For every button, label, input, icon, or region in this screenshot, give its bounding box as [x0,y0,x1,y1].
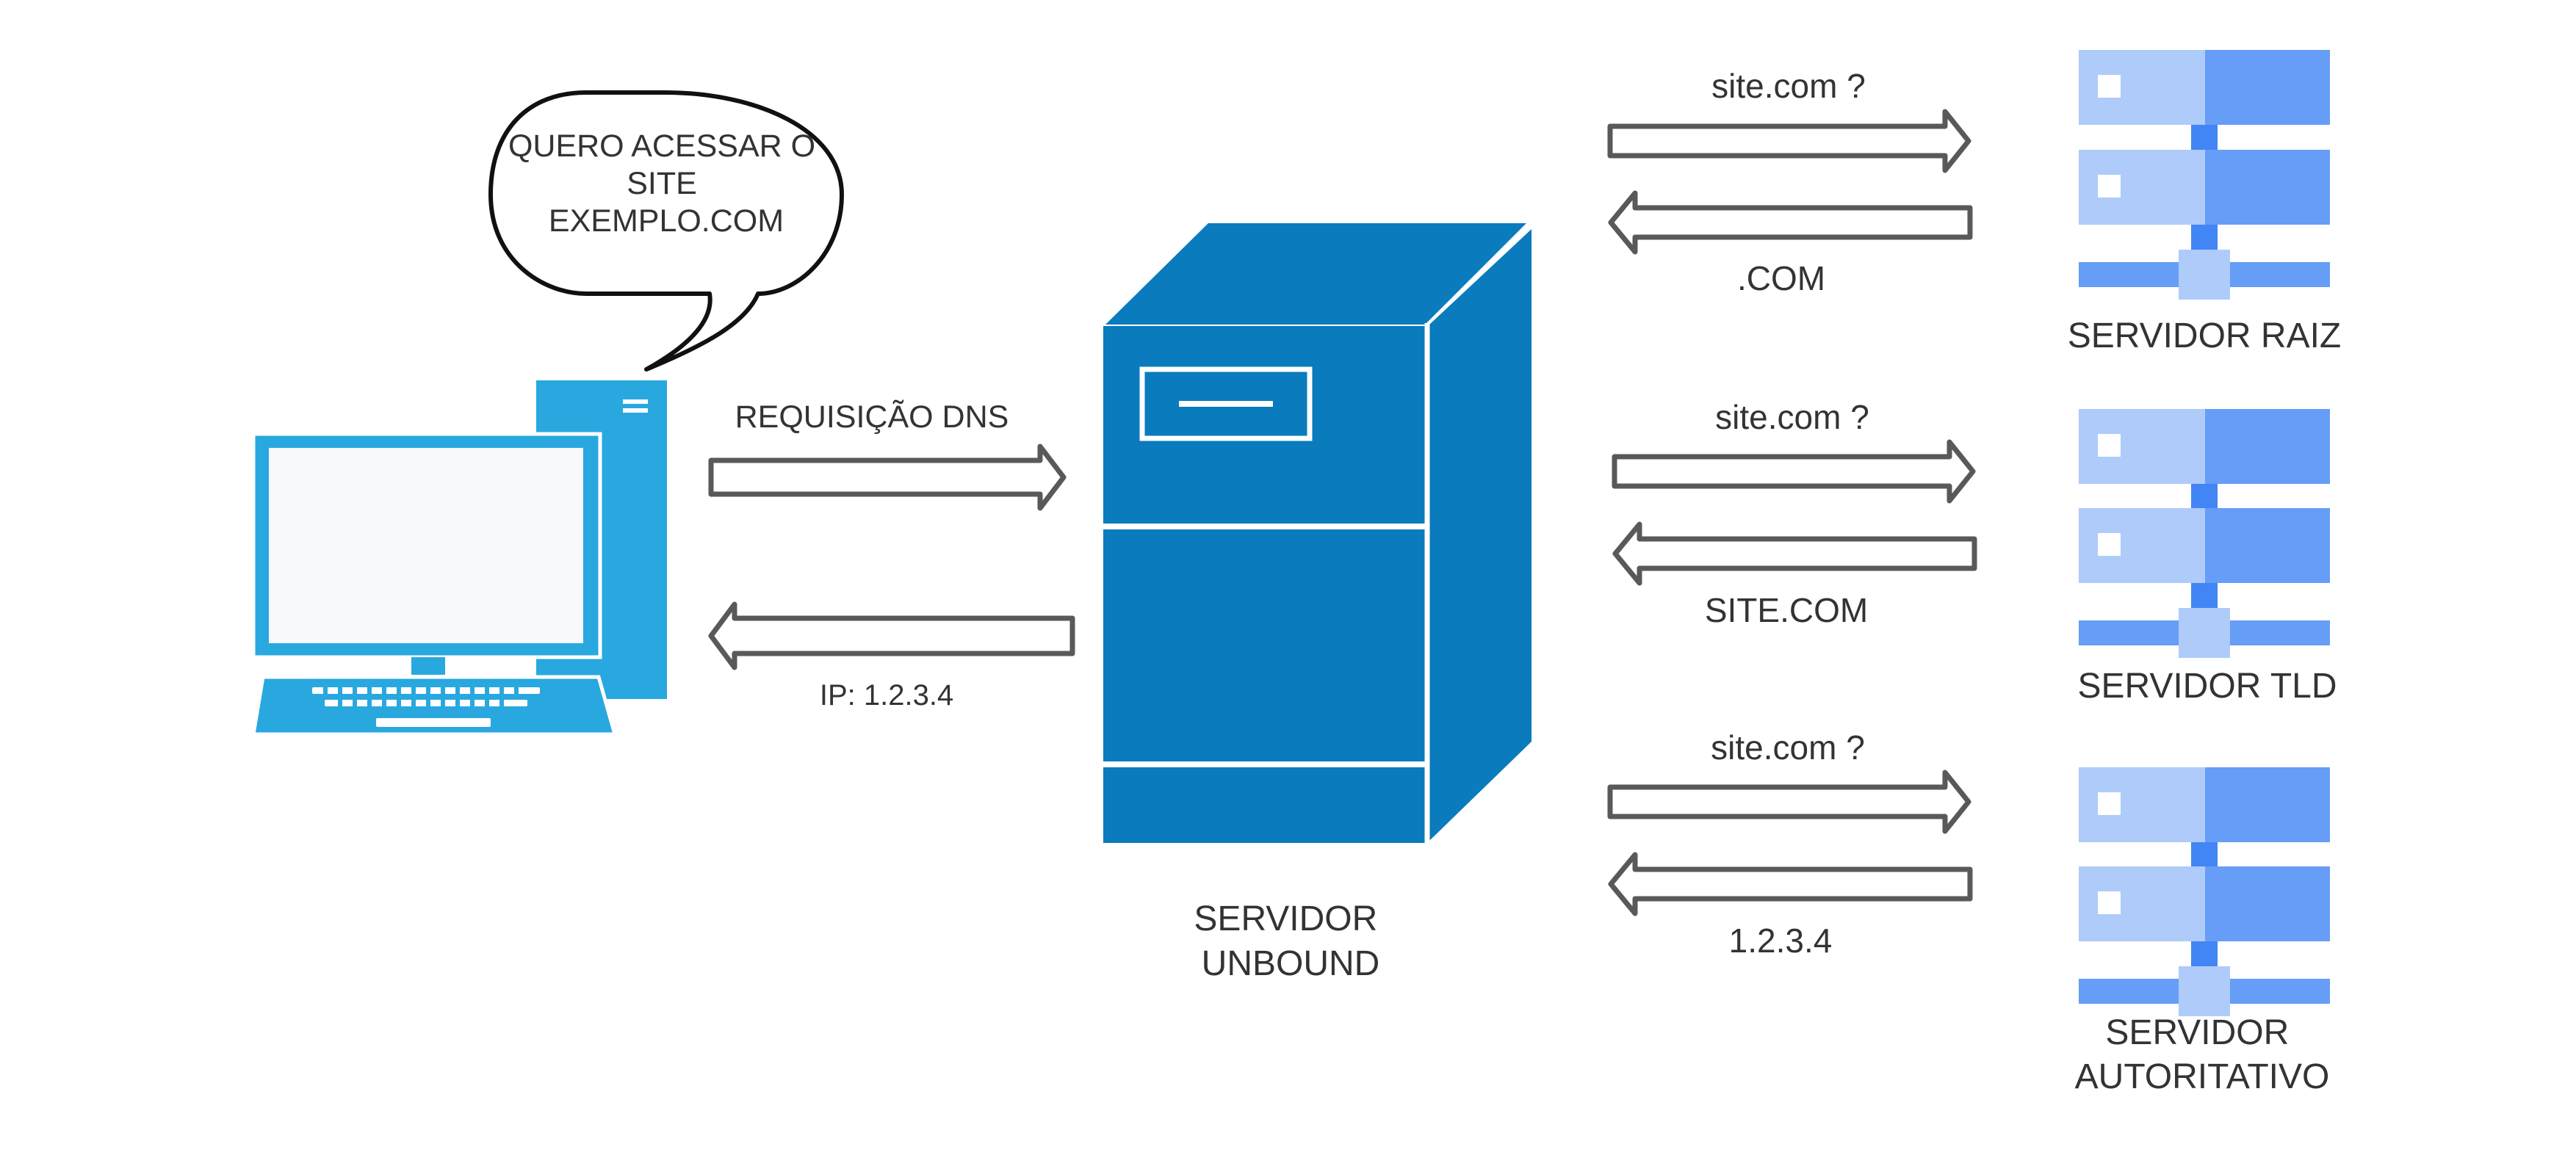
tld-answer-label: SITE.COM [1705,591,1868,629]
dns-response-label: IP: 1.2.3.4 [820,679,953,712]
speech-line-1: QUERO ACESSAR O [508,128,815,164]
dns-request-label: REQUISIÇÃO DNS [735,399,1009,435]
root-query-label: site.com ? [1711,67,1866,105]
desktop-computer-icon [251,380,667,736]
svg-text:SERVIDOR AUTORITATIVO: SERVIDOR AUTORITATIVO [2075,1013,2330,1096]
server-rack-icon [2079,409,2330,658]
server-rack-icon [2079,767,2330,1016]
authoritative-label-line-2: AUTORITATIVO [2075,1057,2330,1096]
unbound-label-line-2: UNBOUND [1202,944,1380,983]
dns-response-arrow-icon [708,601,1075,670]
root-server-label: SERVIDOR RAIZ [2068,316,2342,355]
query-arrow-icon [1607,109,1971,173]
svg-text:SERVIDOR RAIZ: SERVIDOR RAIZ [2068,316,2342,355]
server-tower-icon [1103,223,1531,843]
authoritative-answer-label: 1.2.3.4 [1729,922,1833,960]
svg-text:SERVIDOR UNBOUND: SERVIDOR UNBOUND [1194,899,1387,983]
tld-query-label: site.com ? [1715,398,1869,436]
root-answer-label: .COM [1737,259,1825,297]
query-arrow-icon [1607,770,1971,834]
answer-arrow-icon [1612,521,1977,586]
authoritative-label-line-1: SERVIDOR [2105,1013,2289,1052]
answer-arrow-icon [1608,852,1973,916]
speech-line-2: SITE [627,166,697,201]
svg-text:SERVIDOR TLD: SERVIDOR TLD [2078,667,2337,706]
speech-line-3: EXEMPLO.COM [549,203,784,239]
tld-server-label: SERVIDOR TLD [2078,667,2337,706]
answer-arrow-icon [1608,190,1973,255]
dns-request-arrow-icon [708,443,1067,511]
unbound-label-line-1: SERVIDOR [1194,899,1377,938]
authoritative-query-label: site.com ? [1711,728,1865,767]
speech-bubble: QUERO ACESSAR O SITE EXEMPLO.COM [488,90,844,372]
authoritative-server-row: site.com ? 1.2.3.4 SERVIDOR AUTORITATIVO [1607,728,2330,1096]
server-rack-icon [2079,50,2330,300]
svg-text:QUERO ACESSAR O SITE: QUERO ACESSAR O SITE EXEMPLO.COM [508,128,824,239]
root-server-row: site.com ? .COM SERVIDOR RAIZ [1607,50,2342,355]
tld-server-row: site.com ? SITE.COM SERVIDOR TLD [1612,398,2337,706]
query-arrow-icon [1612,439,1976,504]
